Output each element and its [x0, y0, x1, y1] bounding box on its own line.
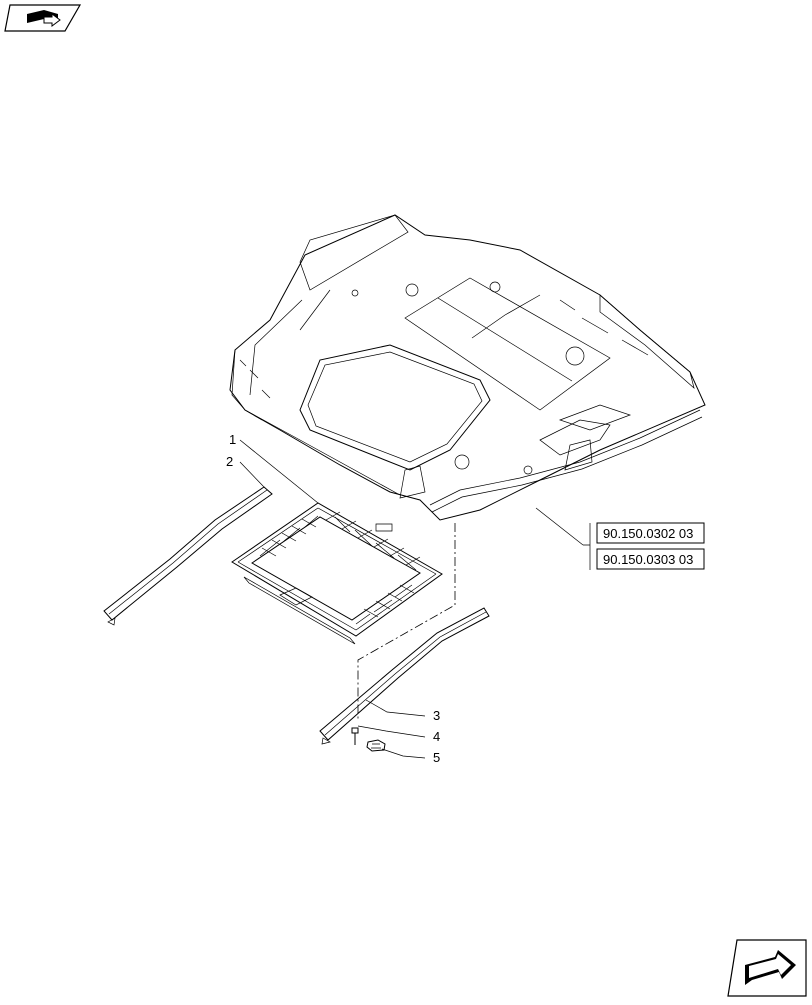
callout-number: 2: [226, 454, 233, 469]
reference-link[interactable]: 90.150.0302 03: [596, 522, 705, 544]
callout-number: 3: [433, 708, 440, 723]
cab-roof-assembly: [229, 214, 706, 521]
callout-number: 4: [433, 729, 440, 744]
leader-lines: [239, 439, 584, 759]
callout-number: 5: [433, 750, 440, 765]
screw: [351, 727, 359, 745]
reference-code: 90.150.0303 03: [603, 552, 693, 567]
reference-code: 90.150.0302 03: [603, 526, 693, 541]
next-page-arrow-icon[interactable]: [727, 939, 807, 997]
book-arrow-icon[interactable]: [4, 4, 82, 32]
left-trim-strip: [103, 486, 273, 626]
roof-hatch-frame: [231, 502, 443, 645]
callout-number: 1: [229, 432, 236, 447]
reference-bracket: [583, 523, 591, 570]
reference-link[interactable]: 90.150.0303 03: [596, 548, 705, 570]
alignment-line: [357, 523, 456, 720]
right-trim-strip: [319, 607, 490, 745]
